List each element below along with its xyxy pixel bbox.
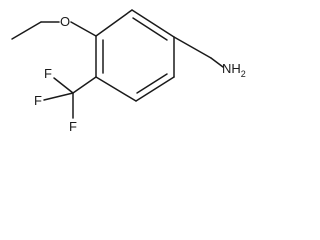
benzyl-bond	[173, 36, 212, 59]
ring-bond-bottom-left	[95, 76, 137, 102]
amine-atom-label: NH2	[222, 61, 246, 79]
molecule-structure: O NH2 F F F	[11, 9, 246, 134]
fluorine-atom-label-left: F	[34, 93, 42, 108]
fluorine-atom-label-upper: F	[44, 66, 52, 81]
ring-double-bond-bottom	[136, 73, 168, 94]
cf-bond-left	[43, 92, 74, 101]
fluorine-atom-label-lower: F	[69, 119, 77, 134]
ethyl-ch3-bond	[11, 21, 42, 40]
structure-canvas: O NH2 F F F	[0, 0, 269, 138]
ch2-n-bond	[210, 57, 224, 68]
o-ring-bond	[70, 21, 97, 37]
oxygen-atom-label: O	[60, 14, 70, 29]
amine-subscript: 2	[241, 69, 246, 79]
ring-cf3-bond	[72, 76, 97, 94]
ring-bond-bottom-right	[135, 76, 175, 102]
ring-double-bond-top	[132, 17, 168, 41]
ring-bond-top	[95, 9, 133, 37]
cf-bond-upper	[53, 77, 74, 94]
amine-nh-text: NH	[222, 61, 241, 76]
ring-bond-top-right	[131, 9, 175, 38]
